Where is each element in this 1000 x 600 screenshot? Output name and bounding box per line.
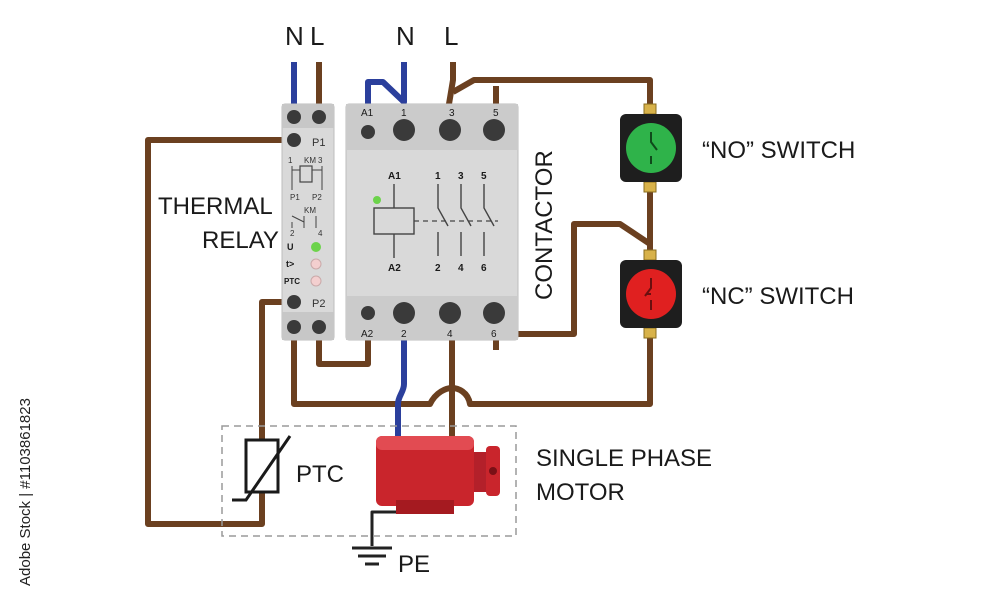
relay-terminal-top-right[interactable] [312,110,326,124]
l-jumper-wire [451,77,653,112]
contactor-terminal-4[interactable] [439,302,461,324]
contactor-l-wire [446,62,456,105]
relay-km-label: KM [304,156,316,165]
ptc-thermistor [232,435,292,502]
motor-enclosure-dashed [221,425,517,537]
p2-ptc-wire [259,299,284,440]
relay-n-label: N [285,21,304,51]
motor-label-1: SINGLE PHASE [536,445,712,472]
contactor-bottom-4: 4 [447,329,453,340]
led-u-label: U [287,242,294,252]
relay-terminal-top-left[interactable] [287,110,301,124]
contact-bottom-4: 4 [458,263,464,274]
thermal-relay-label-1: THERMAL [158,193,273,220]
coil-a1-label: A1 [388,171,401,182]
relay-terminal-bottom-left[interactable] [287,320,301,334]
contactor-top-3: 3 [449,108,455,119]
contact-top-5: 5 [481,171,487,182]
led-t-label: t> [286,259,294,269]
contactor-l-label: L [444,21,458,51]
wires [145,62,653,546]
relay-terminal-p1[interactable] [287,133,301,147]
contactor-terminal-2[interactable] [393,302,415,324]
relay-p1-label: P1 [312,137,325,149]
motor-icon [376,436,500,514]
nc-switch[interactable] [620,249,682,339]
contact-lines [437,184,495,256]
contactor-terminal-a2[interactable] [361,306,375,320]
pe-label: PE [398,551,430,578]
stock-watermark: Adobe Stock | #1103861823 [17,398,34,586]
contactor-terminal-3[interactable] [439,119,461,141]
led-ptc-label: PTC [284,277,300,286]
contactor-bottom-2: 2 [401,329,407,340]
led-t-indicator [310,258,322,270]
contactor-bottom-6: 6 [491,329,497,340]
relay-n4: 4 [318,229,323,238]
contactor-bottom-a2: A2 [361,329,374,340]
contactor-led [373,196,381,204]
relay-n1: 1 [288,156,293,165]
contactor-terminal-6[interactable] [483,302,505,324]
led-ptc-indicator [310,275,322,287]
relay-p2-small: P2 [312,193,322,202]
contactor-n-label: N [396,21,415,51]
relay-p1-small: P1 [290,193,300,202]
ground-symbol-icon [352,546,392,566]
contactor-n-wire [365,62,407,105]
motor-label-2: MOTOR [536,479,625,506]
contact-top-3: 3 [458,171,464,182]
led-u-indicator [311,242,321,252]
relay-l-label: L [310,21,324,51]
p1-ptc-wire [145,137,284,527]
relay-terminal-p2[interactable] [287,295,301,309]
contact-bottom-2: 2 [435,263,441,274]
relay-km2-label: KM [304,206,316,215]
relay-terminal-bottom-right[interactable] [312,320,326,334]
no-switch-label: “NO” SWITCH [702,137,855,164]
pe-wire [370,510,410,546]
contactor-top-a1: A1 [361,108,374,119]
contactor-top-5: 5 [493,108,499,119]
relay-n3: 3 [318,156,323,165]
ptc-label: PTC [296,461,344,488]
contactor-terminal-5[interactable] [483,119,505,141]
thermal-relay-module: P1 1 KM 3 P1 P2 KM 2 4 U t> PTC P2 [281,103,335,341]
nc-switch-label: “NC” SWITCH [702,283,854,310]
relay-n2: 2 [290,229,295,238]
relay-to-a2-wire [316,330,371,367]
contactor-terminal-1[interactable] [393,119,415,141]
contactor-module: A1 1 3 5 A1 A2 1 3 5 2 4 6 A2 2 4 [345,103,519,341]
no-switch[interactable] [620,103,682,193]
contactor-label: CONTACTOR [531,150,558,300]
contact-top-1: 1 [435,171,441,182]
contact-bottom-6: 6 [481,263,487,274]
motor-n-wire [395,340,407,436]
contactor-terminal-a1[interactable] [361,125,375,139]
coil-a2-label: A2 [388,263,401,274]
thermal-relay-label-2: RELAY [202,227,279,254]
contactor-top-1: 1 [401,108,407,119]
relay-p2-label: P2 [312,298,325,310]
